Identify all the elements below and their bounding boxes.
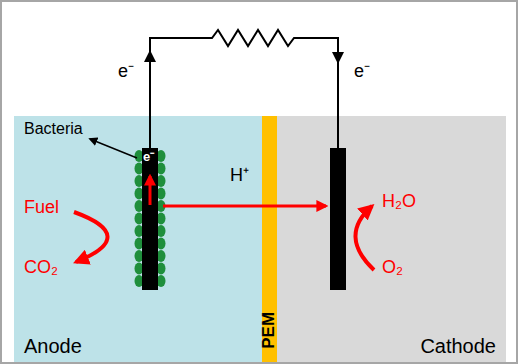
anode-electrode [142, 148, 158, 290]
bacteria-label: Bacteria [24, 120, 83, 138]
proton-arrow [163, 205, 326, 208]
membrane-label: PEM [260, 312, 279, 349]
water-label: H₂O [382, 192, 416, 212]
fuel-label: Fuel [24, 198, 59, 218]
electron-label: e⁻ [354, 62, 370, 82]
electron-flow-arrow [149, 176, 152, 205]
fuel-oxidation-arrow [74, 212, 108, 262]
cathode-electrode [330, 148, 346, 290]
electron-label: e⁻ [143, 150, 154, 164]
chamber-label: Anode [24, 335, 82, 357]
anode-chamber-region: Anode [14, 116, 262, 363]
chamber-label: Cathode [420, 335, 496, 357]
wire-arrow-up [144, 50, 156, 62]
proton-label: H⁺ [230, 166, 249, 186]
membrane-region: PEM [262, 116, 277, 363]
oxygen-reduction-arrow [355, 206, 374, 270]
cathode-chamber-region: Cathode [277, 116, 506, 363]
external-wire-resistor [150, 30, 338, 148]
wire-arrow-down [332, 52, 344, 64]
oxygen-label: O₂ [382, 258, 403, 278]
electron-label: e⁻ [118, 62, 134, 82]
anode-chamber [14, 116, 262, 363]
co2-label: CO₂ [24, 258, 58, 278]
cathode-chamber [277, 116, 506, 363]
bacteria-pointer [90, 139, 137, 158]
